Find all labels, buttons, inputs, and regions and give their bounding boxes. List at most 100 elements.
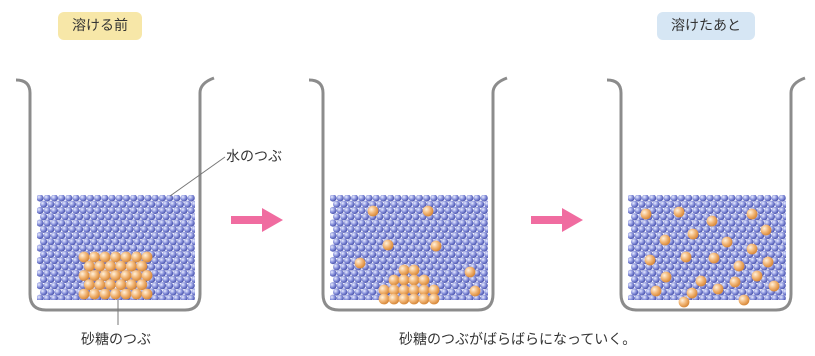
water-particle: [480, 282, 488, 290]
water-particle: [343, 219, 351, 227]
water-particle: [631, 238, 639, 246]
water-particle: [663, 282, 671, 290]
water-particle: [162, 250, 170, 258]
water-particle: [184, 200, 192, 208]
water-particle: [115, 195, 123, 202]
water-particle: [162, 225, 170, 233]
water-particle: [703, 288, 711, 296]
water-particle: [37, 269, 44, 277]
water-particle: [351, 195, 359, 202]
water-particle: [717, 200, 725, 208]
water-particle: [173, 219, 181, 227]
water-particle: [119, 238, 127, 246]
water-particle: [330, 232, 337, 240]
water-particle: [480, 269, 488, 277]
water-particle: [742, 269, 750, 277]
water-particle: [376, 200, 384, 208]
water-particle: [699, 294, 707, 300]
water-label-leader: [169, 156, 226, 197]
water-particle: [184, 238, 192, 246]
water-particle: [354, 200, 362, 208]
water-particle: [394, 232, 402, 240]
water-particle: [703, 200, 711, 208]
water-particle: [746, 288, 754, 296]
water-particle: [778, 232, 786, 240]
water-particle: [652, 213, 660, 221]
water-particle: [670, 294, 678, 300]
water-particle: [151, 219, 159, 227]
water-particle: [101, 195, 109, 202]
water-particle: [376, 250, 384, 258]
water-particle: [448, 225, 456, 233]
water-particle: [742, 282, 750, 290]
water-particle: [767, 238, 776, 246]
water-particle: [76, 238, 84, 246]
water-particle: [340, 213, 348, 221]
water-particle: [757, 244, 765, 252]
water-particle: [448, 263, 456, 271]
water-particle: [466, 195, 474, 202]
water-particle: [358, 219, 366, 227]
sugar-particle: [398, 264, 410, 276]
water-particle: [372, 244, 380, 252]
water-particle: [437, 282, 445, 290]
water-particle: [419, 263, 427, 271]
sugar-particle: [99, 251, 111, 263]
water-particle: [692, 219, 700, 227]
water-particle: [441, 238, 449, 246]
water-particle: [397, 225, 405, 233]
water-particle: [65, 282, 73, 290]
water-particle: [484, 275, 488, 283]
water-particle: [86, 244, 94, 252]
sugar-particle: [408, 274, 420, 286]
water-particle: [151, 232, 159, 240]
water-particle: [173, 232, 181, 240]
water-particle: [379, 257, 387, 265]
water-particle: [43, 195, 51, 202]
water-particle: [638, 275, 646, 283]
water-particle: [104, 225, 112, 233]
water-particle: [749, 257, 758, 265]
water-particle: [144, 206, 152, 215]
water-particle: [383, 225, 391, 233]
water-particle: [484, 238, 488, 246]
water-particle: [638, 225, 646, 233]
water-particle: [158, 294, 166, 300]
water-particle: [778, 269, 786, 277]
water-particle: [115, 232, 123, 240]
water-particle: [444, 232, 452, 240]
water-particle: [721, 206, 729, 215]
water-particle: [649, 232, 657, 240]
water-particle: [739, 288, 747, 296]
water-particle: [50, 206, 59, 215]
water-particle: [433, 275, 441, 283]
water-particle: [473, 195, 481, 202]
water-particle: [749, 219, 758, 227]
water-particle: [710, 263, 718, 271]
water-particle: [390, 213, 398, 221]
water-particle: [101, 244, 109, 252]
water-particle: [176, 263, 184, 271]
water-particle: [728, 232, 736, 240]
water-particle: [58, 232, 66, 240]
water-particle: [37, 219, 44, 227]
water-particle: [480, 195, 488, 202]
water-particle: [94, 232, 102, 240]
water-particle: [430, 232, 438, 240]
water-particle: [108, 206, 116, 215]
water-particle: [433, 200, 441, 208]
water-particle: [473, 257, 481, 265]
water-particle: [430, 195, 438, 202]
water-particle: [757, 294, 765, 300]
water-particle: [710, 238, 718, 246]
water-particle: [191, 250, 195, 258]
water-particle: [155, 200, 163, 208]
water-particle: [451, 282, 459, 290]
water-particle: [61, 238, 69, 246]
water-particle: [433, 250, 441, 258]
water-particle: [58, 294, 66, 300]
water-particle: [641, 195, 649, 202]
water-particle: [61, 275, 69, 283]
water-particle: [180, 257, 188, 265]
water-particle: [670, 195, 678, 202]
